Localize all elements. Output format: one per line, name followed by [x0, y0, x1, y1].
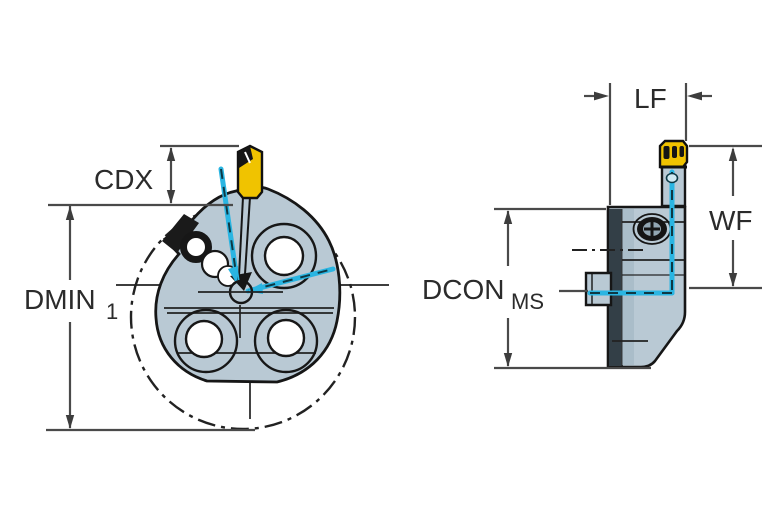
coolant-channels-side — [587, 169, 679, 296]
insert-notch — [244, 151, 251, 164]
clamp-wedge — [162, 214, 199, 253]
blade-edge-left — [238, 196, 244, 277]
dcon-subscript: MS — [511, 289, 544, 314]
boss-bottom-right — [253, 308, 319, 374]
coupling-face — [609, 209, 621, 366]
front-view — [116, 144, 389, 431]
cdx-label: CDX — [94, 164, 153, 195]
insert-top-face — [238, 146, 253, 168]
boss-bottom-left — [173, 308, 239, 374]
lf-label: LF — [634, 83, 667, 114]
dimension-wf: WF — [689, 144, 762, 290]
clamp-screw — [632, 213, 672, 245]
hub-shading — [622, 209, 634, 365]
boss-top-right — [250, 222, 318, 290]
side-view — [572, 139, 689, 369]
clamp-screw-ring — [180, 231, 212, 263]
dmin-label: DMIN — [24, 284, 96, 315]
dmin-subscript: 1 — [106, 299, 118, 324]
dcon-label: DCON — [422, 274, 504, 305]
insert-side — [658, 139, 689, 169]
dimension-dmin: DMIN 1 — [24, 206, 255, 432]
coupling-stub — [584, 271, 613, 307]
coolant-arrowhead-1 — [228, 266, 238, 284]
blade-edge-right — [244, 196, 251, 275]
dimension-lf: LF — [584, 83, 712, 205]
coolant-nozzle — [665, 172, 679, 184]
dimension-cdx: CDX — [48, 144, 239, 207]
wf-label: WF — [709, 205, 753, 236]
dimension-dcon: DCON MS — [422, 207, 651, 370]
